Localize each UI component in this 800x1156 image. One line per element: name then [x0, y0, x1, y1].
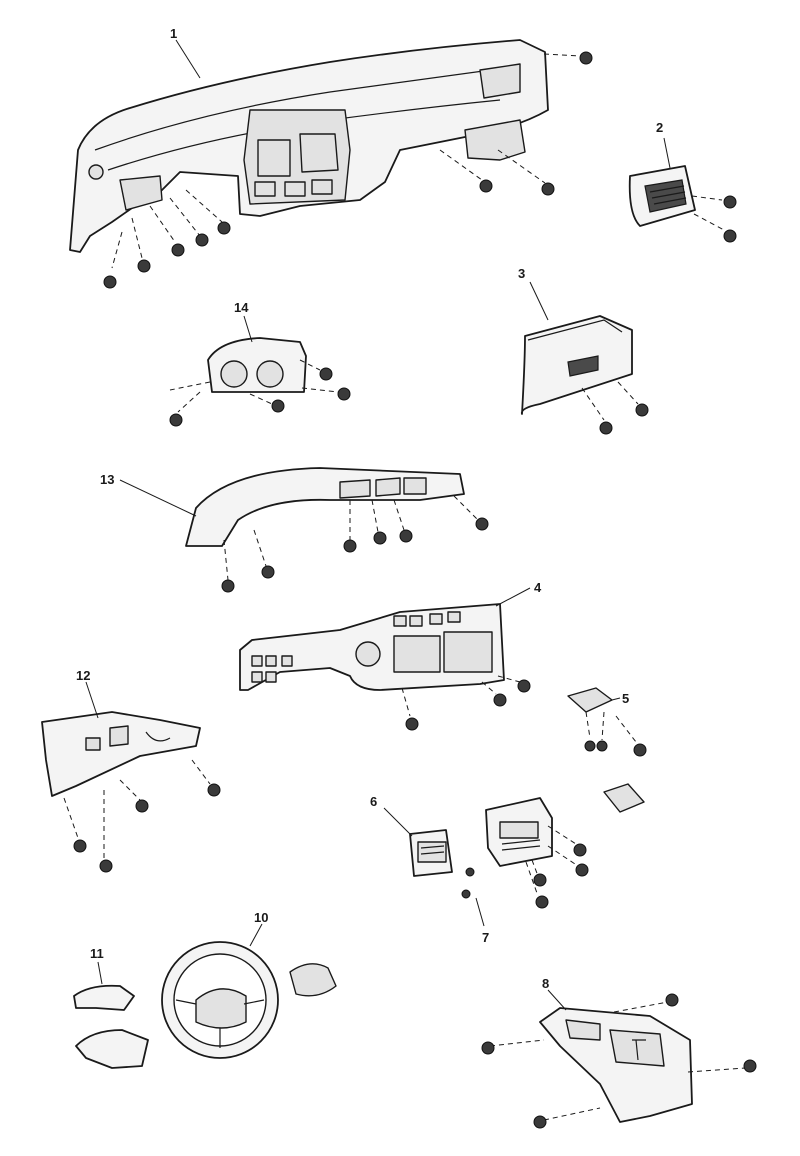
leader-10	[249, 923, 263, 947]
callout-14: 14	[234, 300, 249, 315]
part-1-instrument-panel	[69, 39, 549, 253]
part-10-steering-wheel	[161, 941, 337, 1059]
part-4-center-bezel	[239, 603, 531, 731]
bolt	[584, 740, 596, 752]
leader-5	[611, 697, 621, 701]
bolt	[169, 413, 183, 427]
bolt	[207, 783, 221, 797]
callout-8: 7	[482, 930, 489, 945]
bolt	[261, 565, 275, 579]
bolt	[73, 839, 87, 853]
bolt	[479, 179, 493, 193]
leader-7	[383, 807, 413, 837]
bolt	[599, 421, 613, 435]
leader-2	[663, 137, 671, 169]
bolt	[743, 1059, 757, 1073]
bolt	[723, 195, 737, 209]
callout-11: 11	[90, 946, 104, 961]
part-5-switch	[567, 687, 647, 813]
leader-12	[85, 681, 99, 719]
callout-13: 13	[100, 472, 114, 487]
part-6-console	[481, 993, 757, 1129]
part-1-bolts	[103, 51, 593, 289]
bolt	[271, 399, 285, 413]
part-7-control-panel	[409, 829, 453, 877]
bolt	[137, 259, 151, 273]
bolt	[337, 387, 351, 401]
bolt	[399, 529, 413, 543]
leader-11	[97, 961, 103, 985]
part-14-cluster-bezel	[169, 337, 351, 427]
callout-3: 3	[518, 266, 525, 281]
bolt	[633, 743, 647, 757]
bolt	[195, 233, 209, 247]
bolt	[517, 679, 531, 693]
bolt	[493, 693, 507, 707]
callout-10: 10	[254, 910, 268, 925]
bolt	[596, 740, 608, 752]
bolt	[103, 275, 117, 289]
bolt	[535, 895, 549, 909]
clip	[465, 867, 475, 877]
clip	[461, 889, 471, 899]
part-3-glove-box	[520, 315, 649, 435]
bolt	[665, 993, 679, 1007]
bolt	[405, 717, 419, 731]
callout-4: 4	[534, 580, 542, 595]
bolt	[541, 182, 555, 196]
bolt	[135, 799, 149, 813]
leader-8	[475, 897, 485, 927]
leader-1	[175, 39, 201, 79]
bolt	[475, 517, 489, 531]
bolt	[533, 873, 547, 887]
bolt	[579, 51, 593, 65]
leader-6	[547, 989, 567, 1011]
leader-13	[119, 479, 197, 517]
bolt	[481, 1041, 495, 1055]
bolt	[217, 221, 231, 235]
callout-12: 12	[76, 668, 90, 683]
part-2-vent	[628, 165, 737, 243]
bolt	[723, 229, 737, 243]
part-11-column-covers	[73, 984, 149, 1069]
part-13-upper-trim	[185, 467, 489, 593]
bolt	[99, 859, 113, 873]
bolt	[343, 539, 357, 553]
callout-2: 2	[656, 120, 663, 135]
bolt	[221, 579, 235, 593]
callout-7: 6	[370, 794, 377, 809]
leader-4	[495, 587, 531, 607]
callout-1: 1	[170, 26, 177, 41]
part-8-radio	[461, 797, 589, 909]
leader-3	[529, 281, 549, 321]
bolt	[533, 1115, 547, 1129]
callout-5: 5	[622, 691, 629, 706]
callout-6: 8	[542, 976, 549, 991]
bolt	[575, 863, 589, 877]
bolt	[573, 843, 587, 857]
bolt	[319, 367, 333, 381]
bolt	[373, 531, 387, 545]
bolt	[635, 403, 649, 417]
bolt	[171, 243, 185, 257]
part-12-lower-panel	[41, 711, 221, 873]
leader-14	[243, 315, 253, 343]
